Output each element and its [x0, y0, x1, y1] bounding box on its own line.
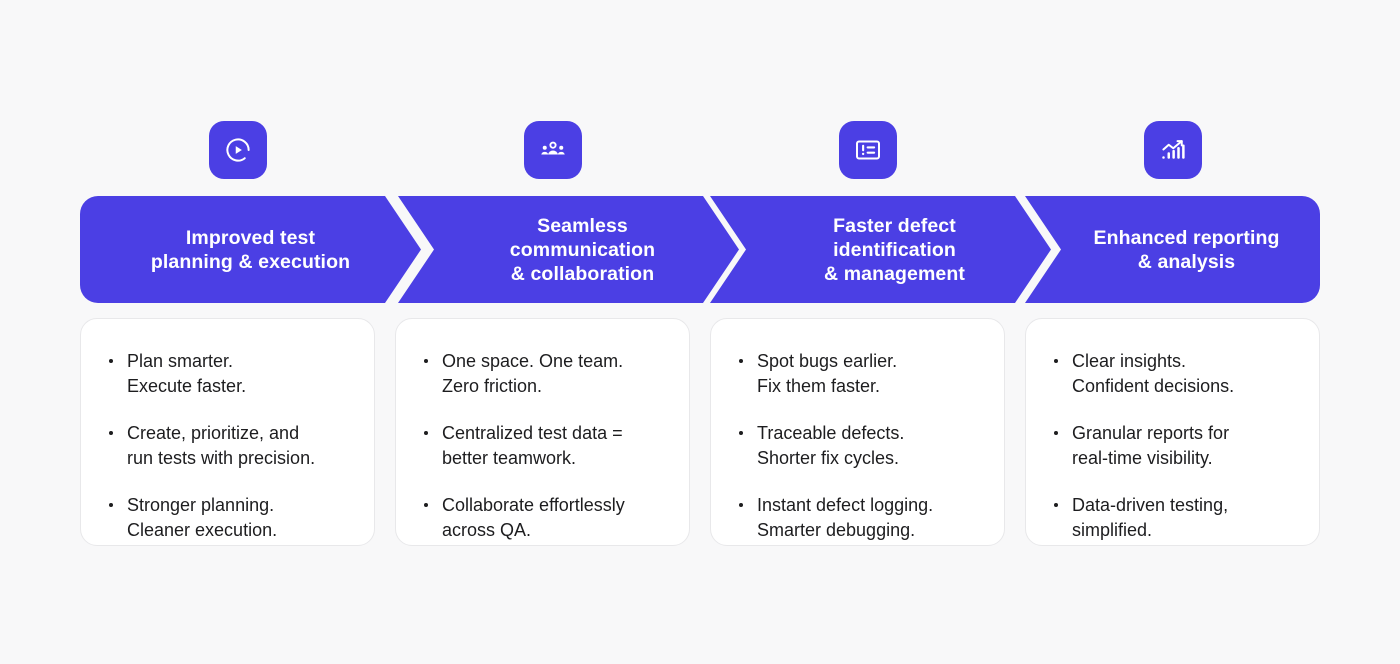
step-icon-tile-3 [838, 121, 897, 179]
bullet-text: Create, prioritize, and run tests with p… [127, 423, 316, 468]
chevron-step-1[interactable]: Improved test planning & execution [80, 196, 421, 303]
bullet-dot-icon [109, 359, 113, 363]
detail-card-2: One space. One team. Zero friction. Cent… [395, 318, 690, 546]
chevron-step-1-title: Improved test planning & execution [150, 226, 351, 273]
bullet-dot-icon [424, 359, 428, 363]
list-item: Plan smarter. Execute faster. [108, 349, 354, 398]
detail-card-4: Clear insights. Confident decisions. Gra… [1025, 318, 1320, 546]
bullet-text: Centralized test data = better teamwork. [442, 423, 623, 468]
list-item: Spot bugs earlier. Fix them faster. [738, 349, 984, 398]
bullet-text: Collaborate effortlessly across QA. [442, 495, 625, 540]
bullet-list-2: One space. One team. Zero friction. Cent… [396, 319, 689, 542]
bullet-dot-icon [109, 431, 113, 435]
bullet-text: Clear insights. Confident decisions. [1072, 351, 1235, 396]
detail-card-3: Spot bugs earlier. Fix them faster. Trac… [710, 318, 1005, 546]
bullet-text: Traceable defects. Shorter fix cycles. [757, 423, 905, 468]
list-item: Create, prioritize, and run tests with p… [108, 421, 354, 470]
icon-slot-1 [80, 121, 395, 179]
bullet-text: Spot bugs earlier. Fix them faster. [757, 351, 898, 396]
chevron-step-2-title: Seamless communication & collaboration [509, 214, 656, 285]
bullet-dot-icon [1054, 431, 1058, 435]
bullet-text: One space. One team. Zero friction. [442, 351, 624, 396]
list-item: One space. One team. Zero friction. [423, 349, 669, 398]
bullet-dot-icon [424, 503, 428, 507]
bullet-text: Granular reports for real-time visibilit… [1072, 423, 1230, 468]
step-icon-tile-2 [523, 121, 582, 179]
list-item: Data-driven testing, simplified. [1053, 493, 1299, 542]
bullet-dot-icon [1054, 359, 1058, 363]
bullet-list-3: Spot bugs earlier. Fix them faster. Trac… [711, 319, 1004, 542]
bar-chart-trend-icon [1158, 135, 1188, 165]
list-item: Centralized test data = better teamwork. [423, 421, 669, 470]
bullet-text: Data-driven testing, simplified. [1072, 495, 1229, 540]
step-icon-tile-1 [208, 121, 267, 179]
chevron-step-3[interactable]: Faster defect identification & managemen… [710, 196, 1051, 303]
defect-report-icon [853, 135, 883, 165]
bullet-text: Stronger planning. Cleaner execution. [127, 495, 278, 540]
list-item: Clear insights. Confident decisions. [1053, 349, 1299, 398]
bullet-list-4: Clear insights. Confident decisions. Gra… [1026, 319, 1319, 542]
icon-slot-3 [710, 121, 1025, 179]
bullet-dot-icon [424, 431, 428, 435]
list-item: Collaborate effortlessly across QA. [423, 493, 669, 542]
step-icon-tile-4 [1143, 121, 1202, 179]
chevron-step-4-title: Enhanced reporting & analysis [1093, 226, 1280, 273]
play-circle-icon [223, 135, 253, 165]
chevron-step-4[interactable]: Enhanced reporting & analysis [1025, 196, 1320, 303]
icon-slot-2 [395, 121, 710, 179]
bullet-dot-icon [739, 503, 743, 507]
bullet-dot-icon [1054, 503, 1058, 507]
list-item: Granular reports for real-time visibilit… [1053, 421, 1299, 470]
chevron-step-2[interactable]: Seamless communication & collaboration [398, 196, 739, 303]
bullet-list-1: Plan smarter. Execute faster. Create, pr… [81, 319, 374, 542]
bullet-dot-icon [739, 431, 743, 435]
detail-card-1: Plan smarter. Execute faster. Create, pr… [80, 318, 375, 546]
chevron-step-3-title: Faster defect identification & managemen… [824, 214, 965, 285]
icon-row [80, 121, 1320, 179]
icon-slot-4 [1025, 121, 1320, 179]
list-item: Traceable defects. Shorter fix cycles. [738, 421, 984, 470]
bullet-dot-icon [109, 503, 113, 507]
bullet-dot-icon [739, 359, 743, 363]
detail-card-row: Plan smarter. Execute faster. Create, pr… [80, 318, 1320, 546]
people-group-icon [538, 135, 568, 165]
list-item: Stronger planning. Cleaner execution. [108, 493, 354, 542]
bullet-text: Instant defect logging. Smarter debuggin… [757, 495, 934, 540]
list-item: Instant defect logging. Smarter debuggin… [738, 493, 984, 542]
bullet-text: Plan smarter. Execute faster. [127, 351, 247, 396]
process-chevron-band: Improved test planning & execution Seaml… [80, 196, 1320, 303]
